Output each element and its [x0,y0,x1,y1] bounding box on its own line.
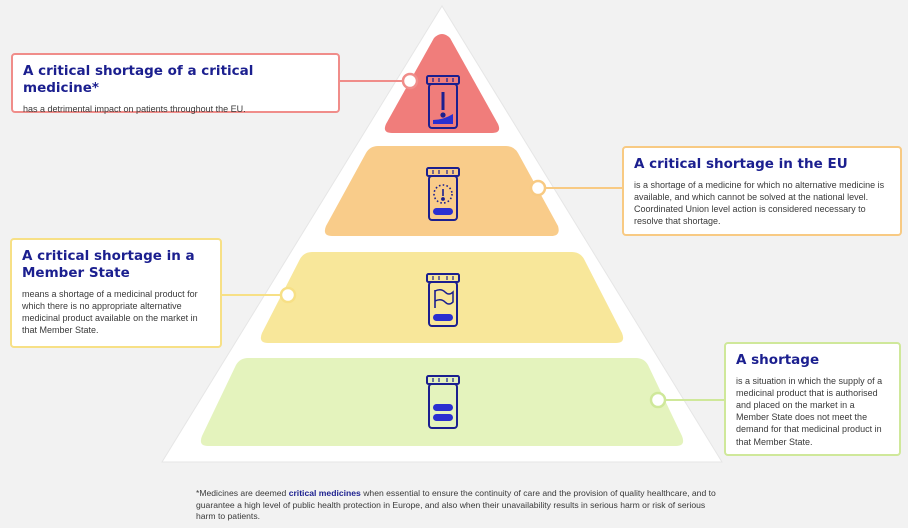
tier-band-shortage [200,358,684,446]
connector-dot-icon [649,391,667,409]
callout-member-state: A critical shortage in a Member State me… [10,238,222,348]
callout-critical-eu: A critical shortage in the EU is a short… [622,146,902,236]
jar-eu-stars-icon [426,167,460,221]
connector-critical-eu [529,179,622,197]
connector-shortage [649,391,724,409]
callout-description: means a shortage of a medicinal product … [22,288,198,336]
tier-band-member-state [260,252,624,343]
connector-dot-icon [401,72,419,90]
callout-description: is a situation in which the supply of a … [736,375,883,447]
tier-band-critical-eu [324,146,559,236]
connector-dot-icon [529,179,547,197]
callout-description: has a detrimental impact on patients thr… [23,103,246,114]
connector-member-state [222,286,297,304]
footnote: *Medicines are deemed critical medicines… [196,488,716,523]
connector-critical-medicine [340,72,419,90]
footnote-suffix: when essential to ensure the continuity … [196,488,716,522]
callout-critical-medicine: A critical shortage of a critical medici… [11,53,340,114]
jar-flag-icon [426,273,460,327]
jar-exclamation-icon [426,75,460,129]
callout-title: A critical shortage in the EU [634,156,848,172]
callout-title: A shortage [736,352,820,368]
callout-description: is a shortage of a medicine for which no… [634,179,885,227]
callout-title: A critical shortage of a critical medici… [23,63,254,96]
connector-dot-icon [279,286,297,304]
callout-shortage: A shortage is a situation in which the s… [724,342,901,456]
jar-pills-icon [426,375,460,429]
footnote-prefix: *Medicines are deemed [196,488,289,498]
footnote-highlight: critical medicines [288,488,361,498]
callout-title: A critical shortage in a Member State [22,248,195,281]
